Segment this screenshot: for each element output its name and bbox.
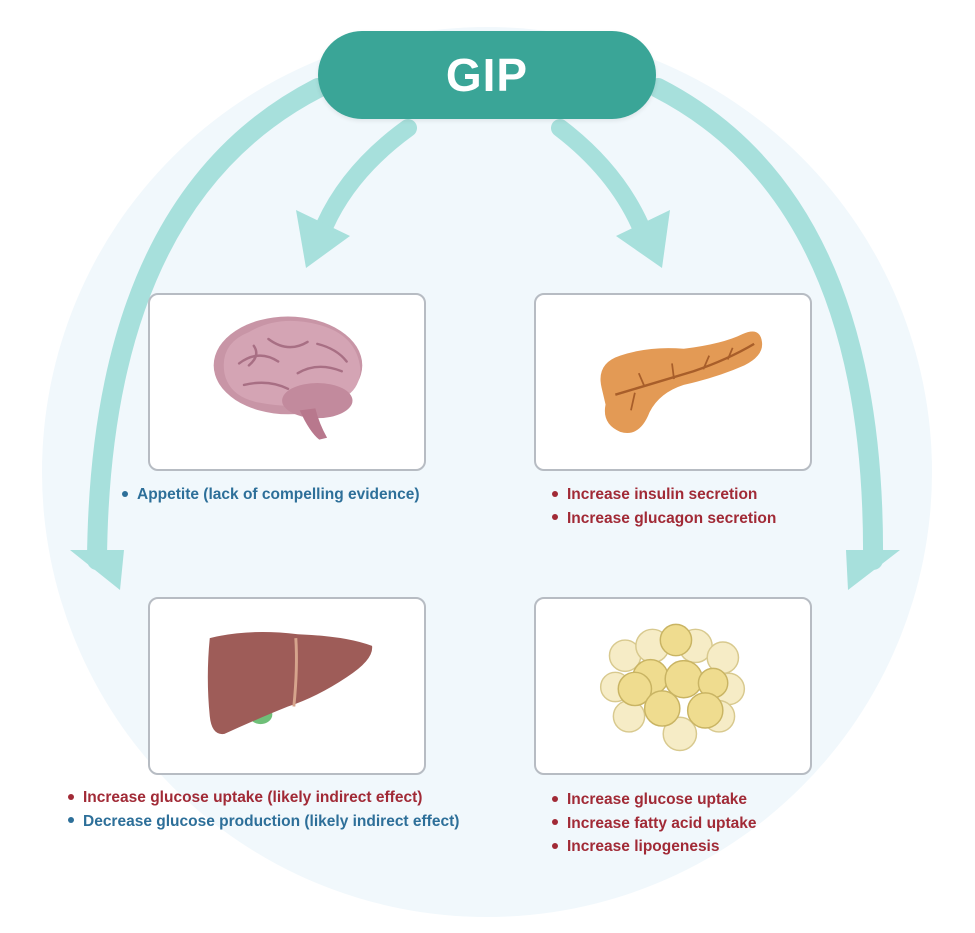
adipose-effects: Increase glucose uptake Increase fatty a… xyxy=(552,788,757,859)
brain-effects: Appetite (lack of compelling evidence) xyxy=(122,483,420,507)
arrow-to-pancreas xyxy=(551,119,670,268)
arrow-to-liver xyxy=(70,78,328,590)
pancreas-card xyxy=(534,293,812,471)
pancreas-effect-2: Increase glucagon secretion xyxy=(552,507,776,531)
brain-card xyxy=(148,293,426,471)
arrow-to-brain xyxy=(296,119,417,268)
liver-icon xyxy=(207,631,373,735)
arrow-to-adipose xyxy=(648,78,900,590)
liver-effects: Increase glucose uptake (likely indirect… xyxy=(68,786,459,833)
gip-title: GIP xyxy=(318,31,656,119)
pancreas-effect-1: Increase insulin secretion xyxy=(552,483,776,507)
brain-effect-1: Appetite (lack of compelling evidence) xyxy=(122,483,420,507)
pancreas-icon xyxy=(600,331,763,433)
background-circle xyxy=(42,27,932,917)
brain-icon xyxy=(213,316,363,440)
liver-effect-1: Increase glucose uptake (likely indirect… xyxy=(68,786,459,810)
liver-effect-2: Decrease glucose production (likely indi… xyxy=(68,810,459,834)
adipose-effect-2: Increase fatty acid uptake xyxy=(552,812,757,836)
adipose-card xyxy=(534,597,812,775)
adipose-effect-3: Increase lipogenesis xyxy=(552,835,757,859)
adipose-effect-1: Increase glucose uptake xyxy=(552,788,757,812)
adipose-tissue-icon xyxy=(599,623,746,752)
liver-card xyxy=(148,597,426,775)
pancreas-effects: Increase insulin secretion Increase gluc… xyxy=(552,483,776,530)
